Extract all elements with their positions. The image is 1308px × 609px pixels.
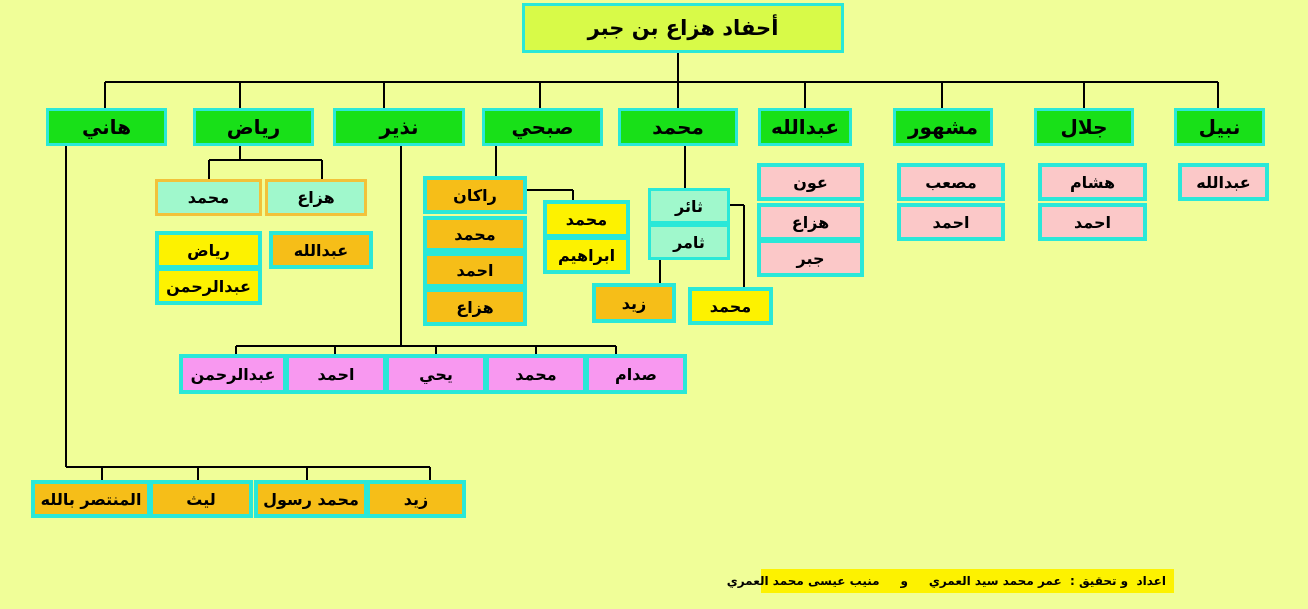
grandchild-mashhoor-1: مصعب bbox=[897, 163, 1005, 201]
child-abdullah: عبدالله bbox=[758, 108, 852, 146]
grandchild-mohammad-1: ثائر bbox=[648, 188, 730, 224]
grandchild-hani-2: محمد رسول bbox=[254, 480, 368, 518]
child-nadheer: نذير bbox=[333, 108, 465, 146]
grandchild-mohammad-3: زيد bbox=[592, 283, 676, 323]
child-sobhi: صبحي bbox=[482, 108, 603, 146]
grandchild-abdullah-1: عون bbox=[757, 163, 864, 201]
grandchild-riyad-1: هزاع bbox=[265, 179, 367, 216]
child-mashhoor: مشهور bbox=[893, 108, 993, 146]
child-hani: هاني bbox=[46, 108, 167, 146]
grandchild-hani-1: زيد bbox=[366, 480, 466, 518]
child-jalal: جلال bbox=[1034, 108, 1134, 146]
grandchild-hani-4: المنتصر بالله bbox=[31, 480, 151, 518]
credit-line: اعداد و تحقيق : عمر محمد سيد العمري و من… bbox=[727, 569, 1174, 593]
grandchild-mohammad-2: ثامر bbox=[648, 224, 730, 260]
grandchild-jalal-2: احمد bbox=[1038, 203, 1147, 241]
grandchild-sobhi-5: محمد bbox=[543, 200, 630, 238]
grandchild-nabeel-1: عبدالله bbox=[1178, 163, 1269, 201]
grandchild-nadheer-2: محمد bbox=[485, 354, 587, 394]
child-mohammad: محمد bbox=[618, 108, 738, 146]
grandchild-riyad-2: عبدالله bbox=[269, 231, 373, 269]
child-riyad: رياض bbox=[193, 108, 314, 146]
grandchild-jalal-1: هشام bbox=[1038, 163, 1147, 201]
grandchild-sobhi-2: محمد bbox=[423, 216, 527, 252]
grandchild-nadheer-1: صدام bbox=[585, 354, 687, 394]
grandchild-riyad-5: عبدالرحمن bbox=[155, 267, 262, 305]
grandchild-mashhoor-2: احمد bbox=[897, 203, 1005, 241]
grandchild-riyad-3: محمد bbox=[155, 179, 262, 216]
grandchild-nadheer-4: احمد bbox=[285, 354, 387, 394]
grandchild-abdullah-3: جبر bbox=[757, 239, 864, 277]
grandchild-sobhi-6: ابراهيم bbox=[543, 236, 630, 274]
grandchild-mohammad-4: محمد bbox=[688, 287, 773, 325]
grandchild-riyad-4: رياض bbox=[155, 231, 262, 269]
grandchild-hani-3: ليث bbox=[149, 480, 253, 518]
grandchild-sobhi-1: راكان bbox=[423, 176, 527, 214]
child-nabeel: نبيل bbox=[1174, 108, 1265, 146]
root-title: أحفاد هزاع بن جبر bbox=[522, 3, 844, 53]
grandchild-nadheer-3: يحي bbox=[385, 354, 487, 394]
grandchild-nadheer-5: عبدالرحمن bbox=[179, 354, 287, 394]
grandchild-sobhi-4: هزاع bbox=[423, 288, 527, 326]
grandchild-abdullah-2: هزاع bbox=[757, 203, 864, 241]
grandchild-sobhi-3: احمد bbox=[423, 252, 527, 288]
